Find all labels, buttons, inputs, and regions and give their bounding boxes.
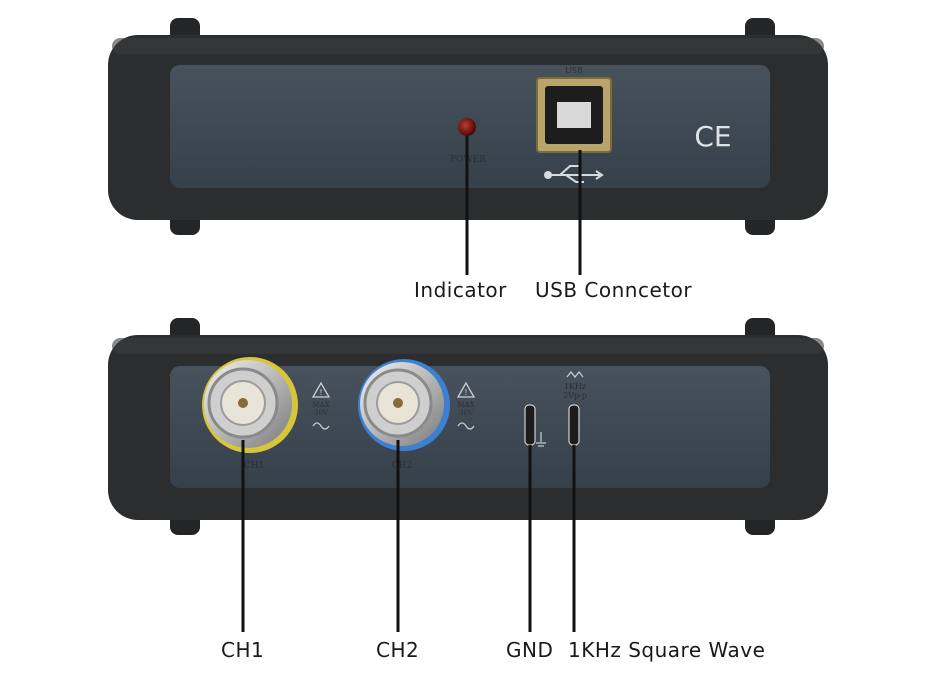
ac-wave-icon xyxy=(312,422,330,430)
usb-connector-label: USB Conncetor xyxy=(535,278,693,302)
square-wave-label: 1KHz Square Wave xyxy=(568,638,766,662)
ch2-label: CH2 xyxy=(376,638,420,662)
ch2-panel-text: CH2 xyxy=(392,461,412,471)
ch2-max-text: MAX xyxy=(457,401,474,409)
power-led xyxy=(458,118,476,136)
amp-text: 2Vp-p xyxy=(563,391,587,400)
device-rear-view: POWER USB CE xyxy=(108,18,828,235)
svg-text:!: ! xyxy=(319,388,322,397)
usb-text: USB xyxy=(565,66,583,75)
warning-triangle-icon: ! xyxy=(311,381,331,398)
gnd-label: GND xyxy=(506,638,554,662)
indicator-label: Indicator xyxy=(414,278,507,302)
square-wave-icon xyxy=(566,371,584,378)
ch2-volt-text: 30V xyxy=(459,409,474,417)
ch1-volt-text: 30V xyxy=(314,409,329,417)
ground-symbol-icon xyxy=(536,432,546,447)
ch1-max-text: MAX xyxy=(312,401,329,409)
ch1-panel-text: CH1 xyxy=(244,461,264,471)
usb-connector-tongue xyxy=(557,102,591,128)
ch1-label: CH1 xyxy=(221,638,265,662)
ch2-bnc-connector xyxy=(358,359,450,451)
warning-triangle-icon: ! xyxy=(456,381,476,398)
gnd-terminal xyxy=(524,404,536,446)
ce-mark: CE xyxy=(694,120,731,153)
device-front-view: CH1 ! MAX 30V CH2 ! MAX 30V 1KHz 2Vp-p xyxy=(108,318,828,535)
svg-text:!: ! xyxy=(464,388,467,397)
ac-wave-icon xyxy=(457,422,475,430)
freq-text: 1KHz xyxy=(564,382,586,391)
ch1-bnc-connector xyxy=(202,357,298,453)
square-wave-terminal xyxy=(568,404,580,446)
